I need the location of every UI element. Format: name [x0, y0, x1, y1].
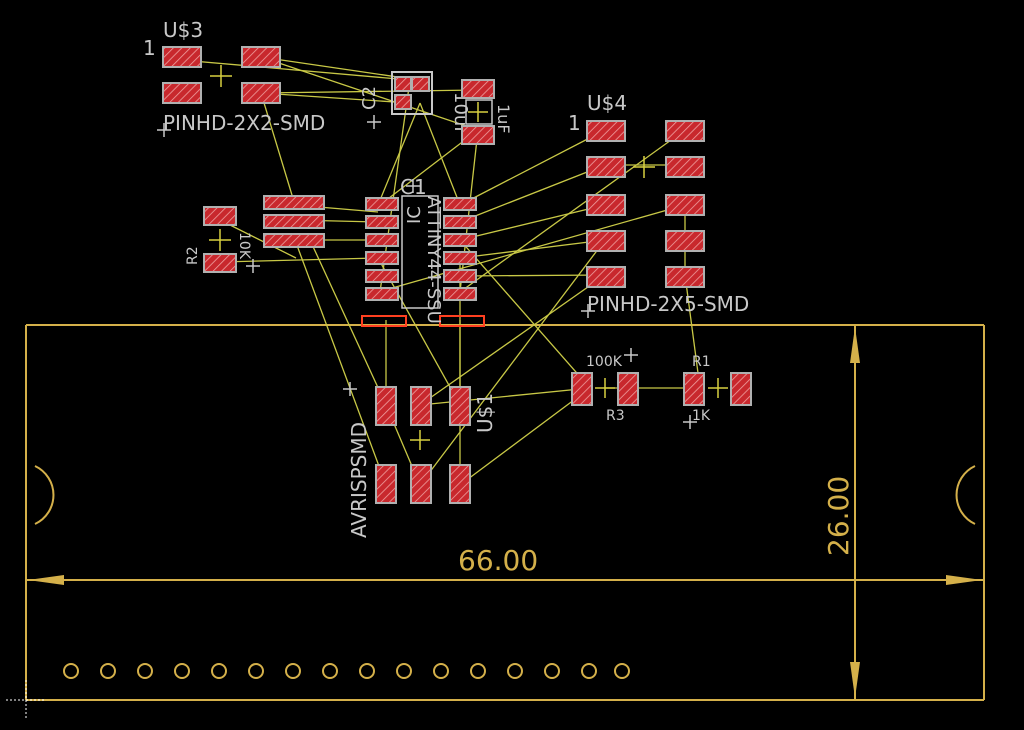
dimension-width: 66.00: [458, 544, 538, 577]
u1-value-label: AVRISPSMD: [347, 422, 371, 538]
r3-value-label: 100K: [586, 354, 623, 370]
part-ic-attiny44[interactable]: ATTINY44-SSU IC: [361, 195, 485, 327]
ic-pad-highlight-left: [361, 315, 407, 327]
dimension-arrows: [28, 327, 982, 698]
part-u4[interactable]: U$4 1 PINHD-2X5-SMD: [568, 91, 749, 316]
u3-name-label: U$3: [163, 18, 203, 42]
r3-name-label: R3: [606, 408, 625, 424]
part-pad-block[interactable]: [263, 195, 325, 248]
part-r1[interactable]: R1 1K: [683, 354, 752, 424]
board-outline: [25, 324, 985, 701]
plus-origin-icon: [209, 65, 728, 450]
dimension-height: 26.00: [822, 476, 855, 556]
u1-name-label: U$1: [473, 393, 497, 433]
small-plus-marks: [157, 115, 697, 429]
r1-name-label: R1: [692, 354, 711, 370]
part-r2[interactable]: R2 10K: [185, 206, 252, 273]
u3-value-label: PINHD-2X2-SMD: [163, 111, 325, 135]
crosshair-origin-icon: [6, 680, 46, 720]
part-u1-avrispsmd[interactable]: AVRISPSMD U$1: [347, 386, 497, 538]
ic-name-label: IC: [404, 206, 425, 224]
part-c2[interactable]: C2 10uF: [359, 71, 471, 137]
ic-pad-highlight-right: [439, 315, 485, 327]
c1-value-label: 1uF: [494, 104, 513, 134]
u4-value-label: PINHD-2X5-SMD: [587, 292, 749, 316]
part-r3[interactable]: 100K R3: [571, 354, 639, 424]
header-hole-row: [63, 663, 630, 679]
r2-name-label: R2: [185, 246, 201, 265]
u4-pin1-label: 1: [568, 111, 581, 135]
r1-value-label: 1K: [692, 408, 711, 424]
c2-name-label: C2: [359, 86, 380, 110]
r2-value-label: 10K: [236, 232, 252, 260]
ic-value-label: ATTINY44-SSU: [423, 196, 444, 324]
u4-name-label: U$4: [587, 91, 627, 115]
part-u3[interactable]: U$3 1 PINHD-2X2-SMD: [143, 18, 325, 135]
u3-pin1-label: 1: [143, 36, 156, 60]
